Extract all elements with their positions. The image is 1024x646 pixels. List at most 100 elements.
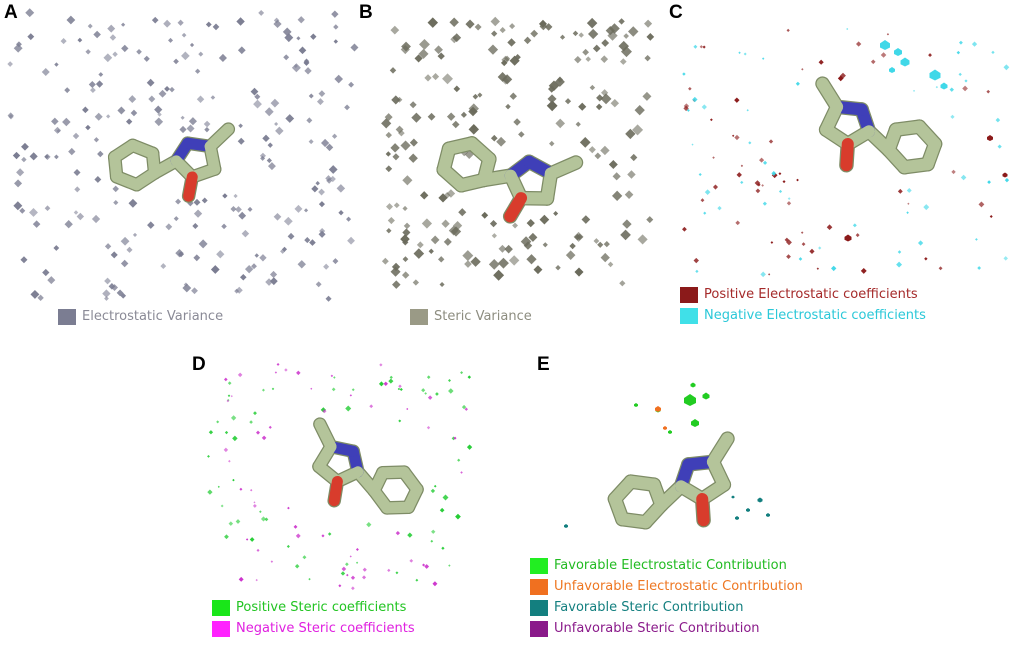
negative-electrostatic-point	[691, 143, 694, 146]
electrostatic-variance-cube	[189, 42, 195, 48]
positive-electrostatic-blob	[987, 135, 993, 141]
favorable-steric-blob	[564, 524, 568, 528]
positive-electrostatic-point	[778, 172, 782, 176]
electrostatic-variance-cube	[238, 123, 243, 129]
steric-variance-cube	[547, 94, 557, 104]
electrostatic-variance-cube	[13, 43, 23, 53]
electrostatic-variance-cube	[168, 37, 174, 43]
negative-electrostatic-point	[762, 160, 768, 165]
steric-variance-cube	[501, 55, 510, 65]
electrostatic-variance-cube	[273, 17, 280, 24]
electrostatic-variance-cube	[158, 89, 167, 98]
electrostatic-variance-cube	[41, 68, 50, 76]
steric-variance-cube	[564, 98, 572, 105]
steric-variance-cube	[499, 27, 506, 34]
legend-swatch	[58, 308, 76, 325]
negative-electrostatic-point	[950, 114, 955, 119]
steric-variance-cube	[491, 233, 497, 239]
legend-item-unfavorable-steric: Unfavorable Steric Contribution	[530, 618, 803, 639]
steric-variance-cube	[646, 216, 654, 224]
steric-variance-cube	[553, 211, 559, 217]
steric-variance-cube	[427, 17, 439, 28]
steric-variance-cube	[450, 35, 459, 44]
electrostatic-variance-cube	[222, 193, 228, 199]
electrostatic-variance-cube	[188, 117, 197, 126]
negative-electrostatic-point	[995, 117, 1001, 123]
electrostatic-variance-cube	[116, 289, 124, 297]
electrostatic-variance-cube	[336, 184, 346, 193]
positive-electrostatic-point	[768, 273, 771, 276]
electrostatic-variance-cube	[53, 245, 60, 251]
positive-steric-point	[302, 555, 307, 560]
electrostatic-variance-cube	[196, 95, 205, 103]
positive-steric-point	[397, 387, 401, 391]
positive-steric-point	[467, 375, 472, 379]
electrostatic-variance-cube	[154, 105, 163, 114]
negative-steric-point	[270, 560, 274, 563]
positive-electrostatic-point	[734, 97, 740, 103]
legend-label: Positive Steric coefficients	[236, 600, 407, 615]
steric-variance-cube	[402, 205, 408, 212]
favorable-electrostatic-blob	[702, 392, 710, 400]
positive-electrostatic-point	[688, 86, 692, 91]
negative-steric-point	[338, 584, 342, 588]
electrostatic-variance-cube	[125, 118, 133, 125]
steric-variance-cube	[400, 140, 411, 151]
electrostatic-variance-cube	[291, 63, 301, 73]
electrostatic-variance-cube	[254, 93, 261, 100]
positive-steric-point	[261, 388, 265, 392]
positive-steric-point	[217, 485, 220, 488]
panel-a-legend: Electrostatic Variance	[58, 306, 223, 327]
steric-variance-cube	[539, 22, 548, 31]
steric-variance-cube	[620, 229, 631, 241]
steric-variance-cube	[464, 260, 472, 268]
electrostatic-variance-cube	[87, 23, 93, 29]
steric-variance-cube	[597, 241, 604, 248]
positive-steric-point	[435, 392, 439, 396]
favorable-electrostatic-blob	[690, 382, 696, 388]
negative-steric-point	[350, 575, 356, 580]
electrostatic-variance-cube	[350, 43, 359, 52]
positive-steric-point	[230, 415, 237, 421]
electrostatic-variance-cube	[297, 16, 305, 24]
electrostatic-variance-cube	[110, 251, 118, 259]
panel-a-point-cloud	[7, 8, 359, 302]
electrostatic-variance-cube	[318, 230, 326, 238]
positive-electrostatic-blob	[1002, 172, 1008, 178]
steric-variance-cube	[438, 256, 445, 263]
steric-variance-cube	[460, 111, 467, 118]
electrostatic-variance-cube	[147, 221, 155, 229]
electrostatic-variance-cube	[12, 151, 21, 160]
positive-electrostatic-point	[736, 172, 742, 178]
legend-label: Steric Variance	[434, 309, 532, 324]
electrostatic-variance-cube	[193, 254, 201, 262]
steric-variance-cube	[402, 175, 413, 186]
electrostatic-variance-cube	[7, 61, 13, 67]
steric-variance-cube	[434, 45, 443, 55]
negative-electrostatic-point	[692, 96, 698, 103]
steric-variance-cube	[402, 228, 411, 237]
steric-variance-cube	[627, 170, 636, 179]
electrostatic-variance-cube	[323, 263, 330, 270]
electrostatic-variance-cube	[73, 210, 79, 215]
electrostatic-variance-cube	[21, 156, 27, 163]
steric-variance-cube	[390, 266, 401, 277]
electrostatic-variance-cube	[348, 81, 355, 88]
positive-electrostatic-point	[786, 28, 790, 32]
bond	[706, 432, 734, 468]
steric-variance-cube	[530, 29, 539, 38]
negative-electrostatic-point	[917, 240, 924, 246]
electrostatic-variance-cube	[265, 278, 273, 286]
positive-steric-point	[388, 378, 394, 384]
panel-d-legend: Positive Steric coefficients Negative St…	[212, 597, 415, 639]
electrostatic-variance-cube	[104, 296, 109, 301]
electrostatic-variance-cube	[282, 27, 292, 37]
positive-electrostatic-point	[755, 188, 761, 194]
steric-variance-cube	[600, 55, 609, 63]
electrostatic-variance-cube	[316, 98, 324, 106]
steric-variance-cube	[644, 19, 653, 28]
negative-steric-point	[226, 399, 230, 403]
electrostatic-variance-cube	[104, 243, 112, 250]
positive-steric-point	[415, 578, 419, 582]
